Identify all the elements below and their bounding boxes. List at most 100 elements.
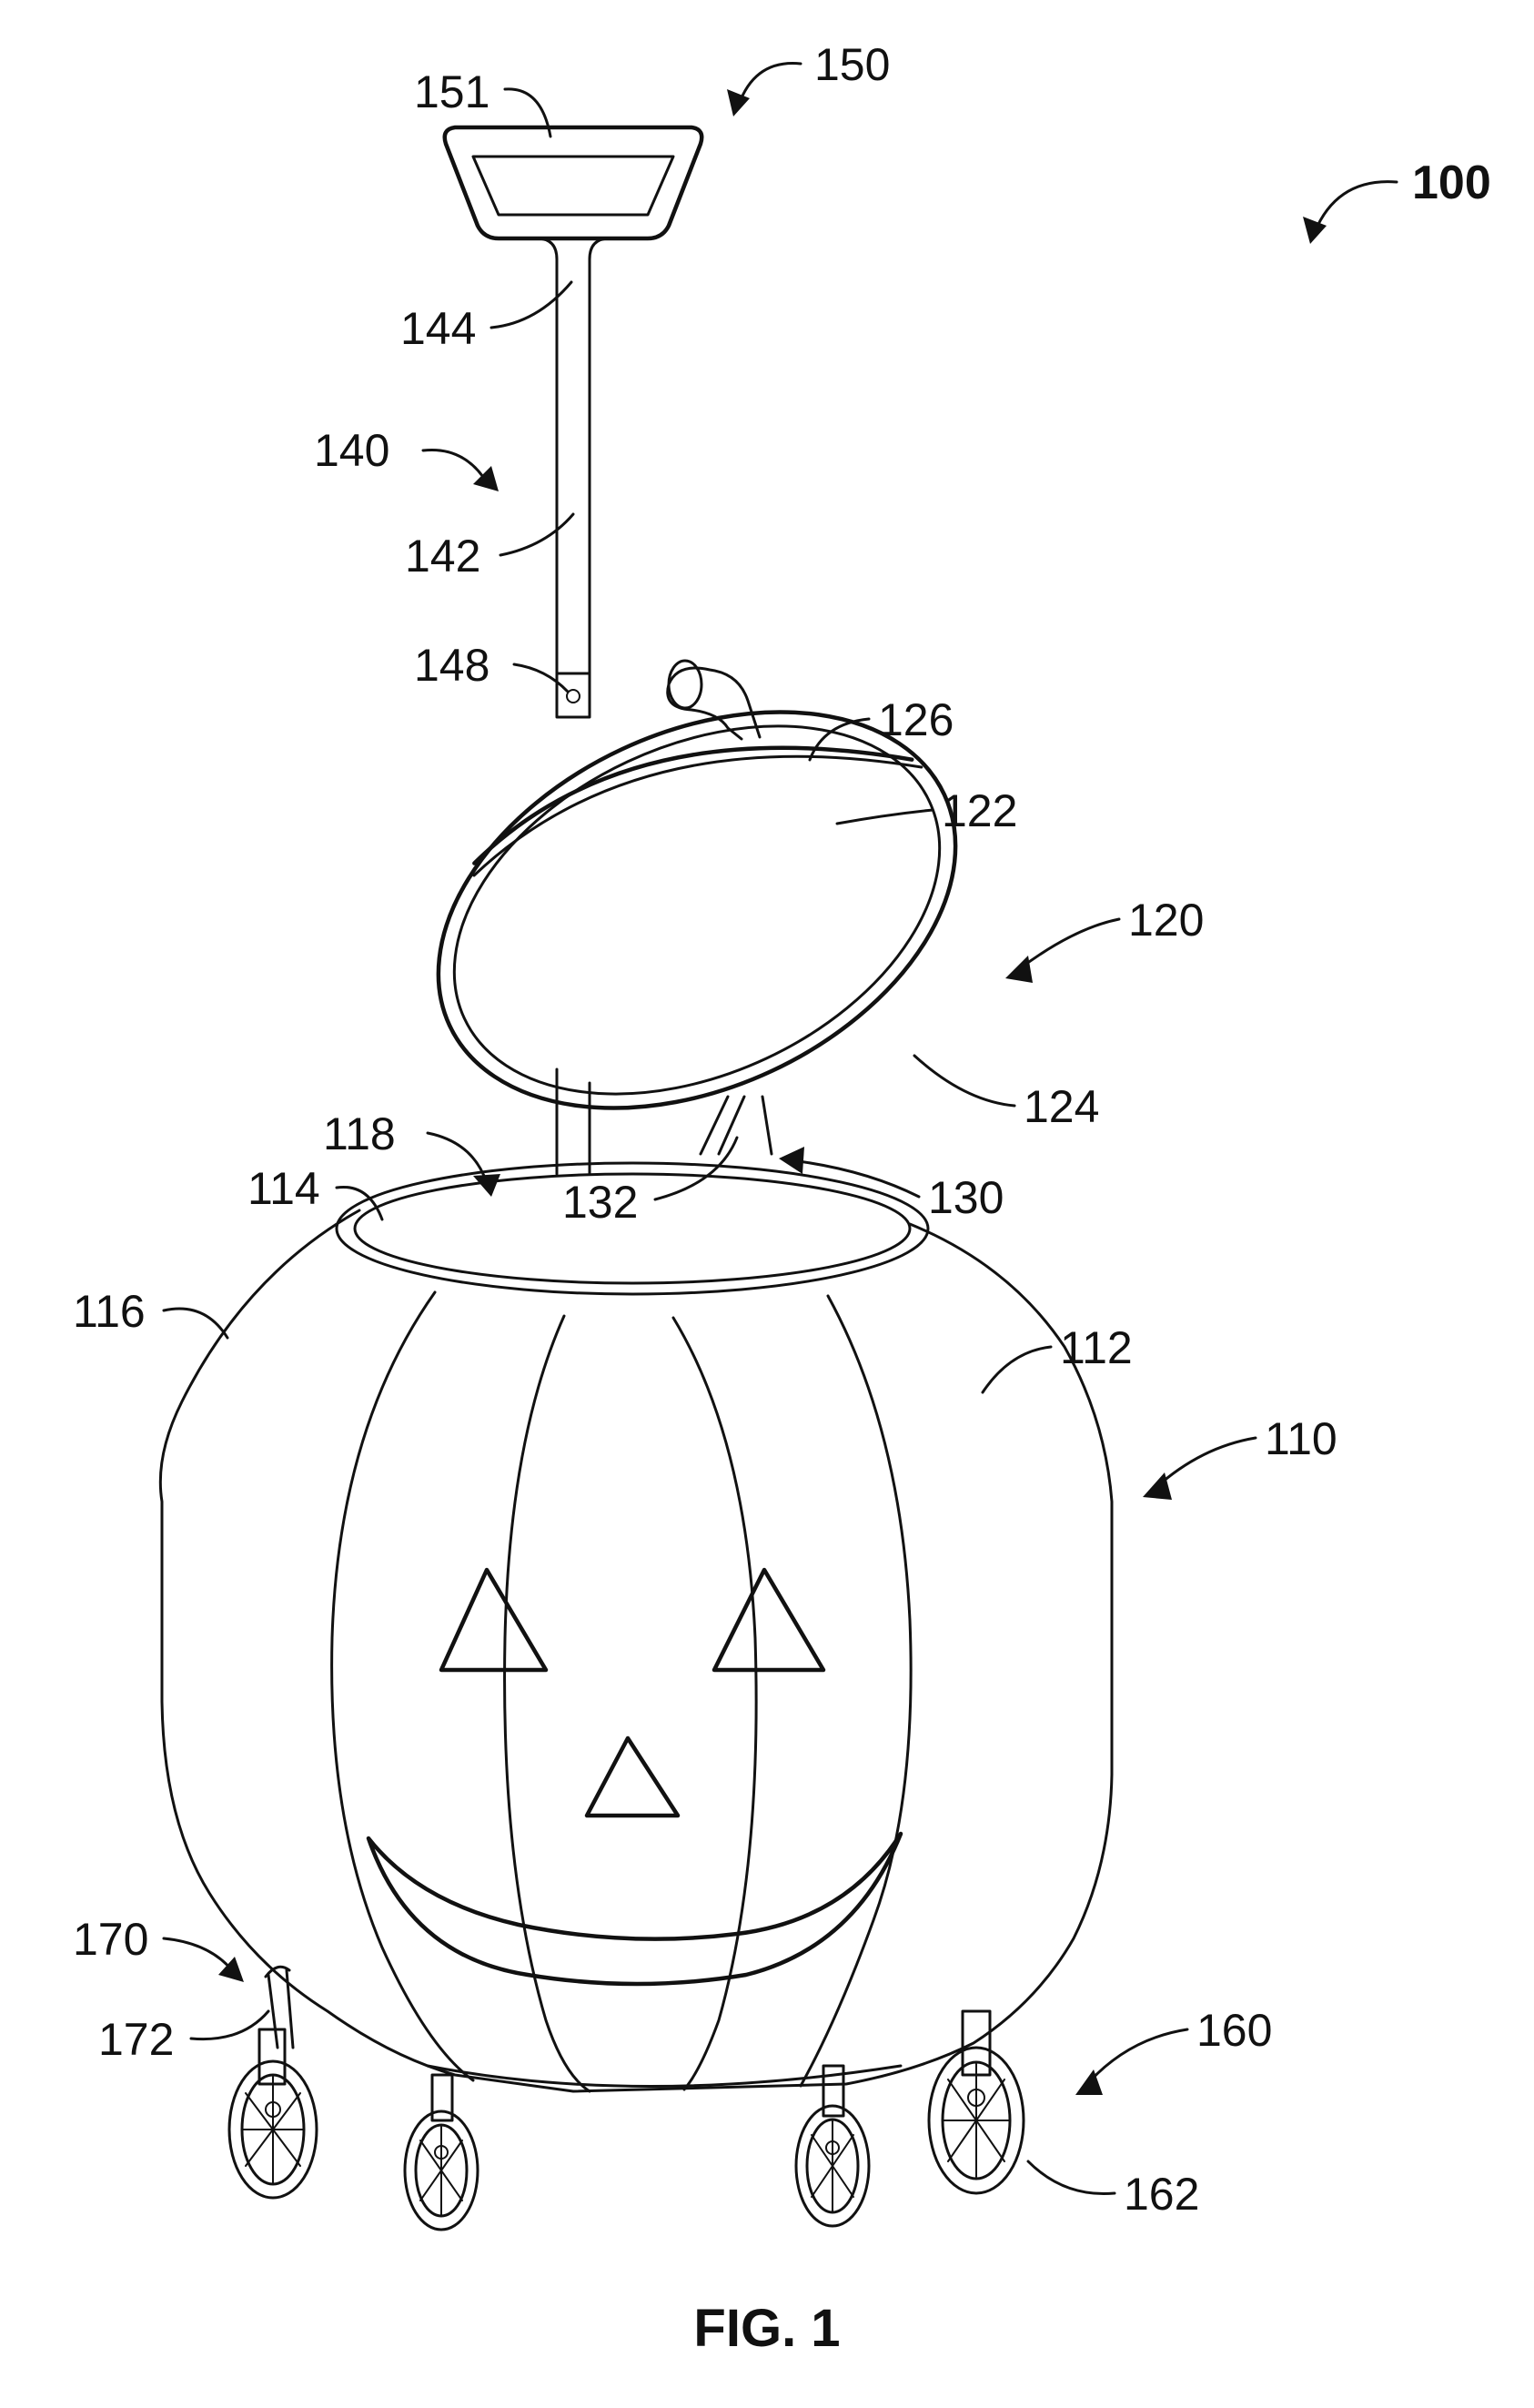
wheel-rim — [227, 2059, 318, 2200]
lid — [436, 710, 958, 1110]
label-122: 122 — [942, 785, 1017, 836]
leader-151 — [503, 87, 552, 138]
label-132: 132 — [562, 1177, 638, 1228]
label-160: 160 — [1196, 2005, 1272, 2056]
body-rim — [335, 1161, 930, 1296]
wheel-spokes — [811, 2120, 854, 2212]
leader-114 — [335, 1185, 384, 1221]
stem-tip — [667, 659, 703, 710]
handle-neck — [535, 237, 611, 261]
brake-assembly — [264, 1965, 295, 2049]
wheel-front-left — [227, 2028, 318, 2200]
reference-labels: 100 150 151 144 140 142 148 126 122 120 … — [73, 39, 1491, 2220]
leader-120 — [1017, 917, 1121, 971]
label-151: 151 — [414, 66, 489, 117]
leader-172 — [189, 2009, 270, 2041]
wheel-spokes — [419, 2126, 463, 2217]
arrowhead-140 — [473, 466, 499, 491]
figure-caption: FIG. 1 — [693, 2299, 840, 2358]
mouth — [366, 1831, 903, 1987]
leader-112 — [981, 1345, 1053, 1394]
body-opening — [353, 1172, 912, 1285]
label-140: 140 — [314, 425, 389, 476]
hinge-arm-support — [761, 1095, 773, 1156]
hinge-arm-right — [717, 1095, 746, 1156]
wheel-spokes — [942, 2063, 1011, 2178]
body-outline — [158, 1209, 1114, 2093]
arrowhead-120 — [1005, 956, 1033, 983]
arrowhead-100 — [1303, 217, 1327, 244]
arrowhead-118 — [473, 1174, 500, 1197]
label-110: 110 — [1265, 1413, 1337, 1464]
hinge — [699, 1095, 773, 1156]
wheel-rim — [927, 2046, 1025, 2195]
wheel-spokes — [241, 2076, 305, 2185]
leader-124 — [913, 1054, 1016, 1108]
label-112: 112 — [1060, 1322, 1133, 1373]
leader-160 — [1085, 2028, 1189, 2086]
label-120: 120 — [1128, 895, 1204, 946]
caster-fork — [822, 2064, 845, 2118]
leader-148 — [512, 663, 570, 693]
right-eye — [711, 1567, 826, 1673]
handle-lock-pin — [566, 689, 580, 703]
label-100: 100 — [1412, 157, 1491, 209]
leader-116 — [162, 1307, 229, 1340]
label-148: 148 — [414, 640, 489, 691]
lid-rim-band — [472, 745, 914, 865]
handle-grip-opening — [471, 155, 675, 217]
leader-126 — [808, 717, 871, 762]
leader-122 — [835, 808, 934, 825]
wheel-rim — [794, 2104, 871, 2228]
leader-144 — [489, 280, 573, 329]
body-base — [426, 2064, 903, 2088]
label-144: 144 — [400, 303, 476, 354]
rib-4 — [799, 1294, 913, 2088]
label-170: 170 — [73, 1914, 148, 1965]
nose — [584, 1735, 681, 1818]
label-172: 172 — [98, 2014, 174, 2065]
caster-fork — [430, 2073, 454, 2122]
brake-lever-tip — [264, 1965, 291, 1978]
label-116: 116 — [73, 1286, 146, 1337]
leader-142 — [499, 512, 575, 557]
label-114: 114 — [247, 1163, 320, 1214]
handle-assembly — [442, 125, 704, 1176]
leader-100 — [1313, 180, 1398, 234]
leader-110 — [1154, 1436, 1257, 1490]
left-eye — [439, 1567, 549, 1673]
leader-170 — [162, 1937, 234, 1972]
arrowhead-110 — [1143, 1472, 1172, 1500]
rib-1 — [330, 1290, 475, 2082]
leader-130 — [790, 1158, 921, 1199]
handle-lock — [555, 672, 591, 719]
label-150: 150 — [814, 39, 890, 90]
label-124: 124 — [1024, 1081, 1099, 1132]
label-126: 126 — [878, 694, 954, 745]
leader-162 — [1026, 2160, 1116, 2196]
hinge-arm-left — [699, 1095, 730, 1156]
label-118: 118 — [323, 1108, 396, 1159]
wheel-rear-right — [794, 2064, 871, 2228]
lid-rim-band-inner — [472, 754, 923, 877]
pumpkin-body — [158, 1161, 1114, 2093]
arrowhead-130 — [779, 1147, 804, 1174]
label-142: 142 — [405, 531, 480, 582]
brake-lever — [267, 1968, 295, 2049]
lid-inner-edge — [452, 724, 942, 1096]
arrowhead-170 — [218, 1957, 244, 1982]
label-130: 130 — [928, 1172, 1004, 1223]
rib-2 — [503, 1314, 591, 2093]
arrowhead-150 — [727, 89, 750, 116]
leader-132 — [653, 1136, 739, 1201]
handle-grip — [442, 125, 704, 241]
arrowhead-160 — [1075, 2069, 1103, 2095]
leader-lines — [162, 62, 1398, 2196]
wheel-rear-left — [403, 2073, 479, 2231]
lid-outer-edge — [436, 710, 958, 1110]
wheel-rim — [403, 2110, 479, 2231]
leader-140 — [421, 448, 489, 484]
rib-3 — [671, 1316, 758, 2091]
wheel-front-right — [927, 2009, 1025, 2195]
